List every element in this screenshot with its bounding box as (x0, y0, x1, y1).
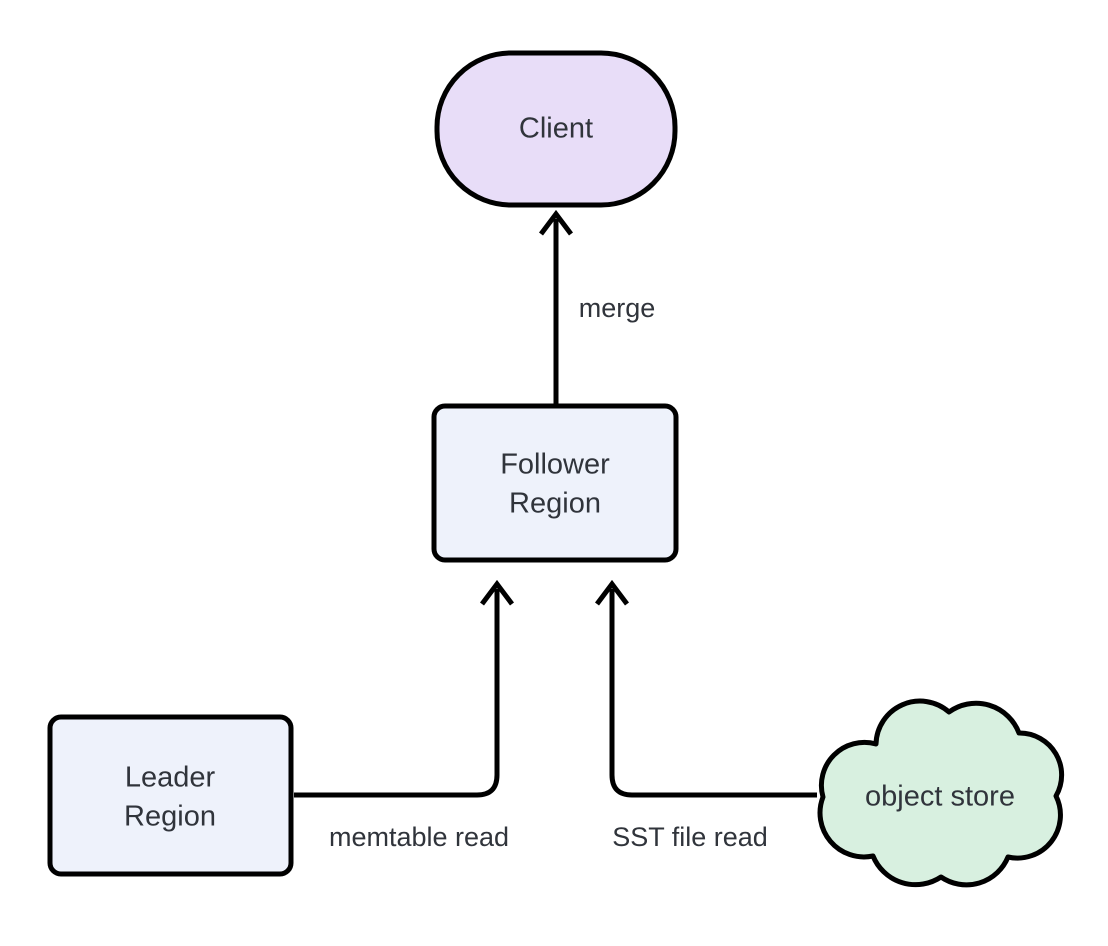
leader-region-shape[interactable] (47, 714, 294, 877)
edge-label-sst-file-read: SST file read (612, 822, 768, 852)
follower-region-label-line1: Follower (500, 449, 610, 481)
edge-leader-to-follower: memtable read (294, 579, 514, 852)
node-follower-region[interactable]: Follower Region (431, 403, 679, 563)
client-shape[interactable] (434, 50, 678, 208)
edge-line-memtable-read (294, 589, 500, 798)
client-label: Client (519, 113, 593, 145)
follower-region-label-line2: Region (509, 488, 601, 520)
edge-label-merge: merge (579, 293, 656, 323)
follower-region-shape[interactable] (431, 403, 679, 563)
node-object-store[interactable]: object store (817, 698, 1065, 888)
object-store-label: object store (865, 781, 1015, 813)
object-store-shape[interactable] (817, 698, 1065, 888)
edge-label-memtable-read: memtable read (329, 822, 509, 852)
edge-objectstore-to-follower: SST file read (595, 579, 817, 852)
leader-region-label-line2: Region (124, 801, 216, 833)
node-client[interactable]: Client (434, 50, 678, 208)
arrow-head-sst-file-read (595, 579, 629, 606)
arrow-head-merge (539, 209, 573, 236)
arrow-head-memtable-read (480, 579, 514, 606)
node-leader-region[interactable]: Leader Region (47, 714, 294, 877)
edge-follower-to-client: merge (539, 209, 656, 404)
leader-region-label-line1: Leader (125, 762, 216, 794)
edge-line-sst-file-read (609, 589, 817, 798)
